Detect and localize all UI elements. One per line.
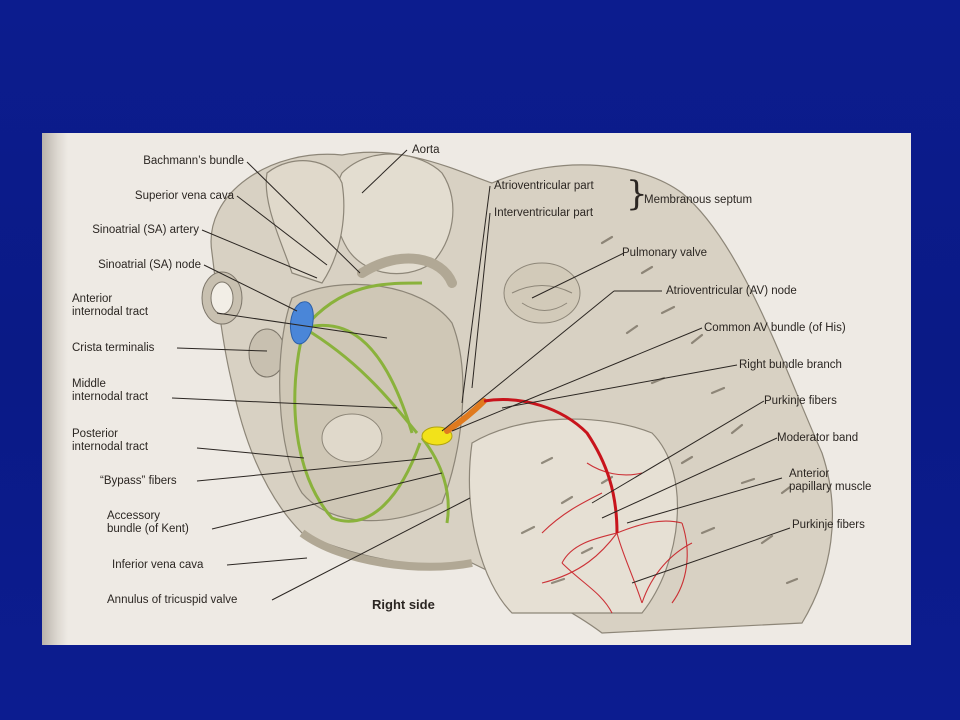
label-aorta: Aorta xyxy=(412,144,440,156)
label-bypass-fibers: “Bypass” fibers xyxy=(100,475,177,487)
label-middle-line2: internodal tract xyxy=(72,391,149,403)
sa-node xyxy=(289,301,314,345)
heart-conduction-figure: Bachmann’s bundle Superior vena cava Sin… xyxy=(42,133,911,645)
fossa-ovalis xyxy=(321,413,383,463)
label-membranous-septum: Membranous septum xyxy=(644,194,753,206)
label-inferior-vena-cava: Inferior vena cava xyxy=(112,559,204,571)
label-posterior-line1: Posterior xyxy=(72,428,119,440)
label-middle-line1: Middle xyxy=(72,378,106,390)
label-av-part: Atrioventricular part xyxy=(494,180,594,192)
label-superior-vena-cava: Superior vena cava xyxy=(134,190,234,202)
label-bundle-of-his: Common AV bundle (of His) xyxy=(704,322,846,334)
label-purkinje-fibers-1: Purkinje fibers xyxy=(764,395,837,407)
label-anterior-line1: Anterior xyxy=(72,293,113,305)
label-pulmonary-valve: Pulmonary valve xyxy=(622,247,708,259)
right-bundle-branch xyxy=(483,398,619,534)
label-anterior-line2: internodal tract xyxy=(72,306,149,318)
bundle-of-his xyxy=(444,398,487,434)
label-bachmanns-bundle: Bachmann’s bundle xyxy=(143,155,244,167)
label-av-node: Atrioventricular (AV) node xyxy=(666,285,797,297)
caption-right-side: Right side xyxy=(372,597,435,612)
page-gutter-shadow xyxy=(42,133,68,645)
right-ventricle-cavity xyxy=(468,418,678,614)
label-sa-node: Sinoatrial (SA) node xyxy=(98,259,201,271)
leader-lines xyxy=(171,149,791,601)
label-sa-artery: Sinoatrial (SA) artery xyxy=(92,224,199,236)
heart-illustration xyxy=(171,149,834,634)
label-moderator-band: Moderator band xyxy=(777,432,859,444)
label-papillary-line1: Anterior xyxy=(789,468,830,480)
svc-shape xyxy=(265,160,345,284)
internodal-tracts xyxy=(293,281,450,524)
trabeculae xyxy=(520,235,799,585)
purkinje-fibers xyxy=(541,462,693,614)
label-annulus-tricuspid: Annulus of tricuspid valve xyxy=(107,594,238,606)
label-right-bundle-branch: Right bundle branch xyxy=(739,359,842,371)
label-purkinje-fibers-2: Purkinje fibers xyxy=(792,519,865,531)
label-posterior-line2: internodal tract xyxy=(72,441,149,453)
label-accessory-line1: Accessory xyxy=(107,510,161,522)
label-accessory-line2: bundle (of Kent) xyxy=(107,523,189,535)
brace-membranous-septum: } xyxy=(626,174,648,214)
label-iv-part: Interventricular part xyxy=(494,207,594,219)
label-crista-terminalis: Crista terminalis xyxy=(72,342,155,354)
label-papillary-line2: papillary muscle xyxy=(789,481,872,493)
